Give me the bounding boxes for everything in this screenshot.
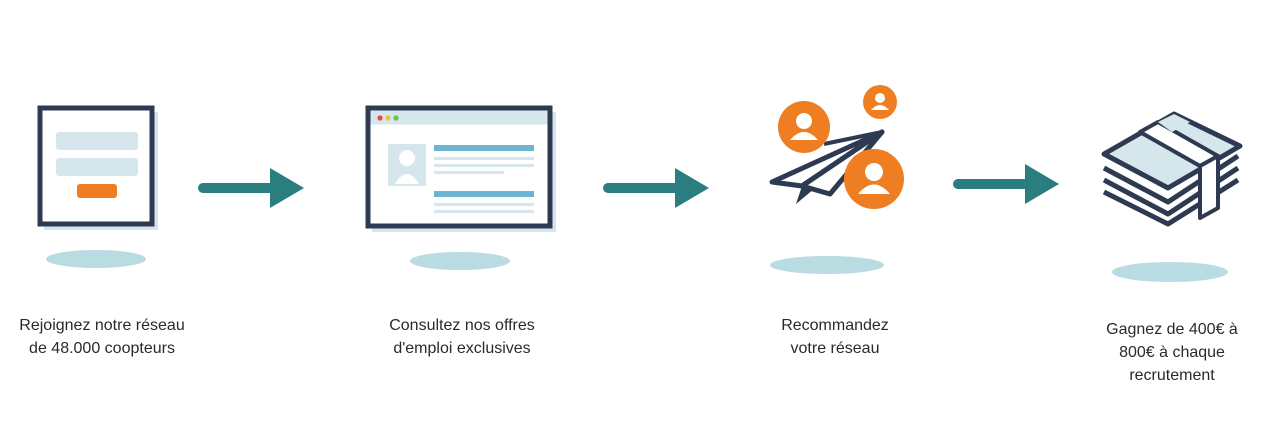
user-avatar-icon [778,101,830,153]
step-caption-earn: Gagnez de 400€ à 800€ à chaque recruteme… [1106,321,1238,384]
money-stack-icon [1101,111,1243,227]
user-avatar-icon [844,149,904,209]
money-shadow [1112,262,1228,282]
job-listing-shadow [410,252,510,270]
arrow-right-icon [198,168,304,208]
job-listing-window-icon [365,105,556,232]
step-caption-browse: Consultez nos offres d'emploi exclusives [389,317,535,357]
arrow-right-icon [603,168,709,208]
paper-plane-referral-icon [769,85,904,209]
step-caption-join: Rejoignez notre réseau de 48.000 coopteu… [19,317,185,357]
referral-shadow [770,256,884,274]
user-avatar-icon [863,85,897,119]
signup-shadow [46,250,146,268]
signup-form-icon [37,105,158,230]
step-caption-recommend: Recommandez votre réseau [781,317,889,357]
arrow-right-icon [953,164,1059,204]
